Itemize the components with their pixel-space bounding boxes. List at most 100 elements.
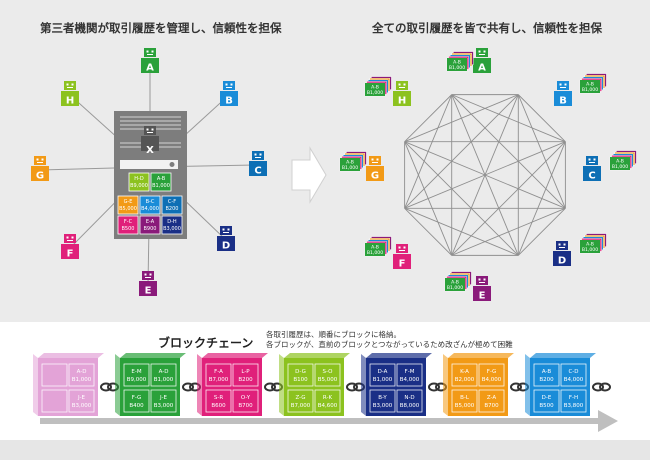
mesh-edge	[404, 94, 453, 143]
right-node-F-letter: F	[399, 259, 406, 270]
block-top	[530, 353, 596, 358]
ledger-cell	[139, 215, 161, 235]
left-node-E-eye-r	[149, 273, 152, 276]
right-node-D-eye-l	[558, 243, 561, 246]
block-cell-line1: R-K	[323, 395, 333, 401]
server-search-icon	[169, 162, 175, 167]
right-node-E-body	[473, 286, 491, 301]
block-body	[202, 358, 262, 416]
ledger-cell-line2: B1,000	[152, 183, 170, 189]
flow-arrow-icon	[291, 146, 327, 204]
right-node-A-body	[473, 58, 491, 73]
mesh-edge	[404, 94, 519, 209]
block-top	[284, 353, 350, 358]
right-node-B: B	[554, 81, 572, 107]
left-node-E-body	[139, 281, 157, 296]
ledger-cell-line1: F-C	[124, 219, 133, 225]
block-top	[120, 353, 186, 358]
top-panel	[0, 0, 650, 322]
left-node-B-mouth	[226, 87, 232, 88]
right-stack-E-front	[445, 278, 465, 291]
mesh-edge	[517, 94, 566, 143]
right-stack-E-line2: B1,000	[447, 285, 463, 291]
left-node-F-eye-r	[71, 236, 74, 239]
mesh-edge	[404, 207, 519, 256]
left-node-D: D	[217, 226, 235, 252]
mesh-edge	[404, 141, 453, 256]
right-node-H-head	[396, 81, 408, 90]
block-cell	[123, 389, 150, 413]
left-node-H: H	[61, 81, 79, 107]
block-cell-line2: B700	[238, 403, 253, 409]
left-node-G-mouth	[37, 162, 43, 163]
block-side	[197, 354, 202, 416]
block-cell	[150, 389, 177, 413]
block-cell	[560, 389, 587, 413]
right-node-C-letter: C	[588, 171, 595, 182]
ledger-cell-line2: B3,000	[163, 226, 181, 232]
left-node-H-body	[61, 91, 79, 106]
block-side	[443, 354, 448, 416]
left-node-D-letter: D	[222, 241, 230, 252]
server-stripe	[120, 124, 181, 126]
block-cell	[205, 389, 232, 413]
center-node-label: X	[146, 145, 154, 156]
chain-link-icon	[428, 382, 440, 392]
right-stack-E: A-BB1,000	[444, 271, 472, 292]
block-cell	[369, 363, 396, 387]
right-stack-H-line2: B1,000	[367, 90, 383, 96]
ledger-cell-line2: B9,000	[130, 183, 148, 189]
block-body	[448, 358, 508, 416]
mesh-edge	[404, 141, 566, 209]
right-node-G-letter: G	[371, 171, 379, 182]
left-node-F-body	[61, 244, 79, 259]
block-cell	[396, 363, 423, 387]
ledger-cell	[128, 172, 150, 192]
block-top	[38, 353, 104, 358]
right-stack-F-front	[365, 243, 385, 256]
left-node-A-eye-r	[151, 50, 154, 53]
right-stack-B: A-BB1,000	[579, 73, 607, 94]
ledger-cell	[139, 195, 161, 215]
block-cell-line2: B4,000	[564, 377, 584, 383]
block-cell-line2: B1,000	[154, 377, 174, 383]
right-node-E-letter: E	[479, 291, 486, 302]
right-node-F-body	[393, 254, 411, 269]
left-node-H-letter: H	[66, 96, 74, 107]
right-stack-D-front	[580, 240, 600, 253]
block-cell-line2: B3,800	[564, 403, 584, 409]
block-cell	[123, 363, 150, 387]
left-node-D-eye-l	[222, 228, 225, 231]
left-node-A: A	[141, 48, 159, 74]
block-cell-line1: A-D	[159, 369, 169, 375]
right-node-F-head	[396, 244, 408, 253]
right-stack-G: A-BB1,000	[339, 151, 367, 172]
right-stack-A-line1: A-B	[453, 60, 461, 66]
right-node-C: C	[583, 156, 601, 182]
right-node-H-eye-r	[403, 83, 406, 86]
right-node-H: H	[393, 81, 411, 107]
right-node-C-mouth	[589, 162, 595, 163]
block-cell	[533, 389, 560, 413]
right-node-D-eye-r	[563, 243, 566, 246]
block-cell-line2: B8,000	[400, 403, 420, 409]
left-node-H-eye-l	[66, 83, 69, 86]
bottom-strip	[0, 440, 650, 460]
left-node-G-eye-l	[36, 158, 39, 161]
server-search-bar	[120, 160, 178, 169]
ledger-cell	[161, 215, 183, 235]
server-person-icon	[141, 126, 159, 151]
right-node-A: A	[473, 48, 491, 74]
ledger-cell-line1: H-D	[134, 176, 144, 182]
block-cell-line1: S-R	[214, 395, 223, 401]
server-person-icon-eye-l	[146, 128, 149, 131]
right-stack-D-line2: B1,000	[582, 247, 598, 253]
right-node-B-eye-r	[564, 83, 567, 86]
left-title: 第三者機関が取引履歴を管理し、信頼性を担保	[40, 21, 282, 35]
mesh-edge	[404, 94, 519, 143]
block-cell-line1: D-E	[542, 395, 552, 401]
block-cell	[68, 389, 95, 413]
